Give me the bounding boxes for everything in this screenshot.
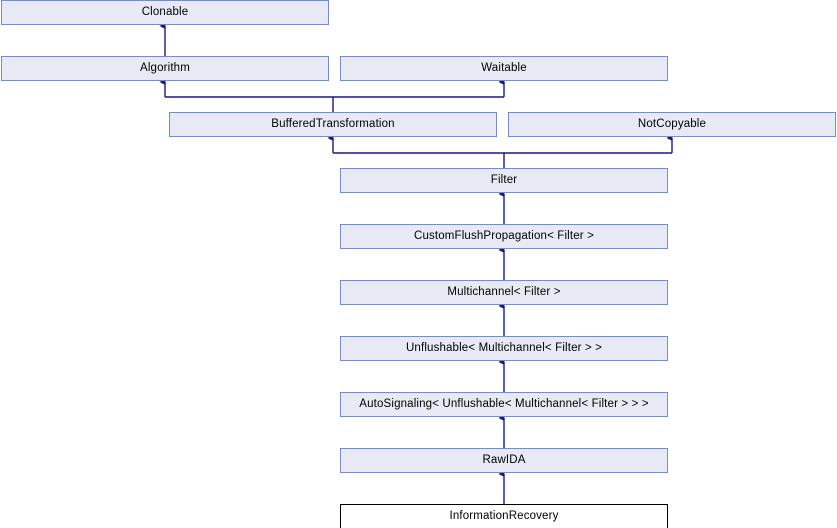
class-node-autosignaling[interactable]: AutoSignaling< Unflushable< Multichannel… xyxy=(340,392,668,417)
class-node-label: Unflushable< Multichannel< Filter > > xyxy=(405,341,603,354)
class-node-label: RawIDA xyxy=(482,453,526,466)
class-node-clonable[interactable]: Clonable xyxy=(1,0,329,25)
class-node-filter[interactable]: Filter xyxy=(340,168,668,193)
class-node-label: Waitable xyxy=(481,61,527,74)
class-node-label: InformationRecovery xyxy=(449,509,559,522)
class-node-multichannel[interactable]: Multichannel< Filter > xyxy=(340,280,668,305)
class-node-label: Clonable xyxy=(141,5,189,18)
class-node-label: AutoSignaling< Unflushable< Multichannel… xyxy=(359,397,649,410)
class-node-customflushpropagation[interactable]: CustomFlushPropagation< Filter > xyxy=(340,224,668,249)
class-node-label: Filter xyxy=(490,173,518,186)
class-node-waitable[interactable]: Waitable xyxy=(340,56,668,81)
class-node-unflushable[interactable]: Unflushable< Multichannel< Filter > > xyxy=(340,336,668,361)
class-node-informationrecovery[interactable]: InformationRecovery xyxy=(340,504,668,528)
class-node-algorithm[interactable]: Algorithm xyxy=(1,56,329,81)
class-node-rawida[interactable]: RawIDA xyxy=(340,448,668,473)
class-node-label: CustomFlushPropagation< Filter > xyxy=(414,229,594,242)
class-node-label: NotCopyable xyxy=(637,117,707,130)
class-node-label: Multichannel< Filter > xyxy=(447,285,561,298)
class-node-bufferedtransformation[interactable]: BufferedTransformation xyxy=(169,112,497,137)
class-node-notcopyable[interactable]: NotCopyable xyxy=(508,112,836,137)
class-node-label: BufferedTransformation xyxy=(271,117,395,130)
class-node-label: Algorithm xyxy=(140,61,190,74)
